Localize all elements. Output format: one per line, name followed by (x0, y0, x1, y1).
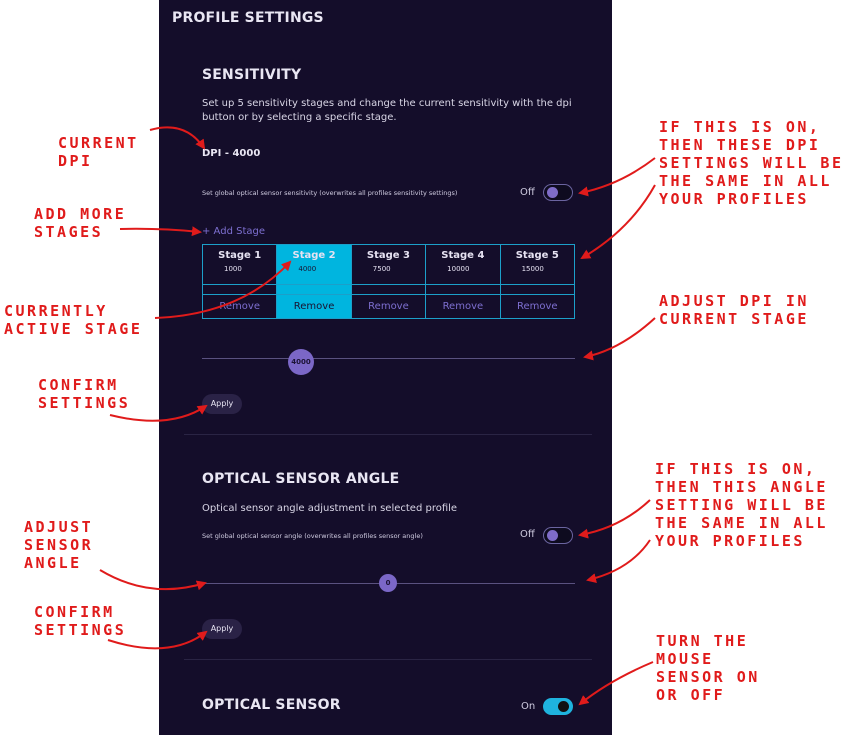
dpi-stages-table: Stage 1 1000 Remove Stage 2 4000 Remove St… (201, 244, 576, 319)
optical-sensor-heading: OPTICAL SENSOR (202, 697, 341, 713)
arrow-dpi-toggle (578, 157, 656, 197)
stage-2-cell[interactable]: Stage 2 4000 Remove (276, 244, 352, 319)
annotation-active-stage: CURRENTLY ACTIVE STAGE (4, 302, 143, 338)
arrow-add-stages (119, 226, 202, 237)
arrow-dpi-stages (580, 184, 656, 260)
stage-5-cell[interactable]: Stage 5 15000 Remove (499, 244, 576, 319)
stage-name: Stage 3 (366, 250, 411, 261)
arrow-angle-toggle (578, 499, 651, 539)
arrow-confirm-1 (109, 404, 208, 422)
arrow-current-dpi (149, 126, 206, 150)
page-title: PROFILE SETTINGS (172, 10, 324, 26)
global-angle-toggle[interactable] (543, 527, 573, 544)
annotation-sensor-toggle: TURN THE MOUSE SENSOR ON OR OFF (656, 632, 760, 704)
stage-4-cell[interactable]: Stage 4 10000 Remove (425, 244, 501, 319)
current-dpi-label: DPI - 4000 (202, 148, 261, 159)
apply-angle-button[interactable]: Apply (202, 619, 242, 639)
add-stage-button[interactable]: + Add Stage (202, 226, 265, 237)
sensitivity-heading: SENSITIVITY (202, 67, 302, 83)
stage-name: Stage 2 (292, 250, 336, 261)
global-sensitivity-toggle[interactable] (543, 184, 573, 201)
arrow-adjust-angle (99, 569, 207, 591)
global-sensitivity-state: Off (520, 187, 535, 198)
annotation-adjust-dpi: ADJUST DPI IN CURRENT STAGE (659, 292, 809, 328)
stage-value: 4000 (298, 265, 317, 273)
profile-settings-panel: PROFILE SETTINGS SENSITIVITY Set up 5 se… (159, 0, 612, 735)
annotation-adjust-angle: ADJUST SENSOR ANGLE (24, 518, 94, 572)
remove-stage-2-button[interactable]: Remove (277, 294, 351, 318)
stage-name: Stage 4 (441, 250, 485, 261)
arrow-sensor-toggle (578, 661, 654, 706)
toggle-knob (547, 187, 558, 198)
global-sensitivity-label: Set global optical sensor sensitivity (o… (202, 189, 458, 197)
annotation-add-stages: ADD MORE STAGES (34, 205, 127, 241)
toggle-knob (547, 530, 558, 541)
sensitivity-description: Set up 5 sensitivity stages and change t… (202, 98, 572, 123)
annotation-confirm-2: CONFIRM SETTINGS (34, 603, 127, 639)
angle-slider-thumb[interactable]: 0 (379, 574, 397, 592)
remove-stage-3-button[interactable]: Remove (351, 294, 426, 318)
annotation-dpi-global: IF THIS IS ON, THEN THESE DPI SETTINGS W… (659, 118, 844, 208)
global-angle-state: Off (520, 529, 535, 540)
dpi-slider-thumb[interactable]: 4000 (288, 349, 314, 375)
arrow-active-stage (154, 260, 292, 319)
sensor-angle-heading: OPTICAL SENSOR ANGLE (202, 471, 400, 487)
stage-value: 10000 (447, 265, 470, 273)
global-angle-label: Set global optical sensor angle (overwri… (202, 532, 423, 540)
stage-1-cell[interactable]: Stage 1 1000 Remove (201, 244, 278, 319)
stage-3-cell[interactable]: Stage 3 7500 Remove (350, 244, 427, 319)
annotation-confirm-1: CONFIRM SETTINGS (38, 376, 131, 412)
section-divider (184, 659, 592, 660)
stage-name: Stage 1 (218, 250, 262, 261)
toggle-knob (558, 701, 569, 712)
stage-value: 1000 (224, 265, 242, 273)
arrow-angle-slider (586, 539, 651, 584)
remove-stage-4-button[interactable]: Remove (426, 294, 500, 318)
dpi-slider-track[interactable] (202, 358, 575, 359)
stage-value: 15000 (521, 265, 544, 273)
optical-sensor-state: On (521, 701, 536, 712)
stage-value: 7500 (372, 265, 391, 273)
stage-name: Stage 5 (515, 250, 559, 261)
remove-stage-5-button[interactable]: Remove (500, 294, 574, 318)
annotation-current-dpi: CURRENT DPI (58, 134, 139, 170)
section-divider (184, 434, 592, 435)
sensor-angle-description: Optical sensor angle adjustment in selec… (202, 503, 458, 514)
optical-sensor-toggle[interactable] (543, 698, 573, 715)
remove-stage-1-button[interactable]: Remove (203, 294, 277, 318)
arrow-confirm-2 (107, 630, 208, 650)
apply-sensitivity-button[interactable]: Apply (202, 394, 242, 414)
annotation-angle-global: IF THIS IS ON, THEN THIS ANGLE SETTING W… (655, 460, 828, 550)
arrow-adjust-dpi (583, 317, 656, 361)
